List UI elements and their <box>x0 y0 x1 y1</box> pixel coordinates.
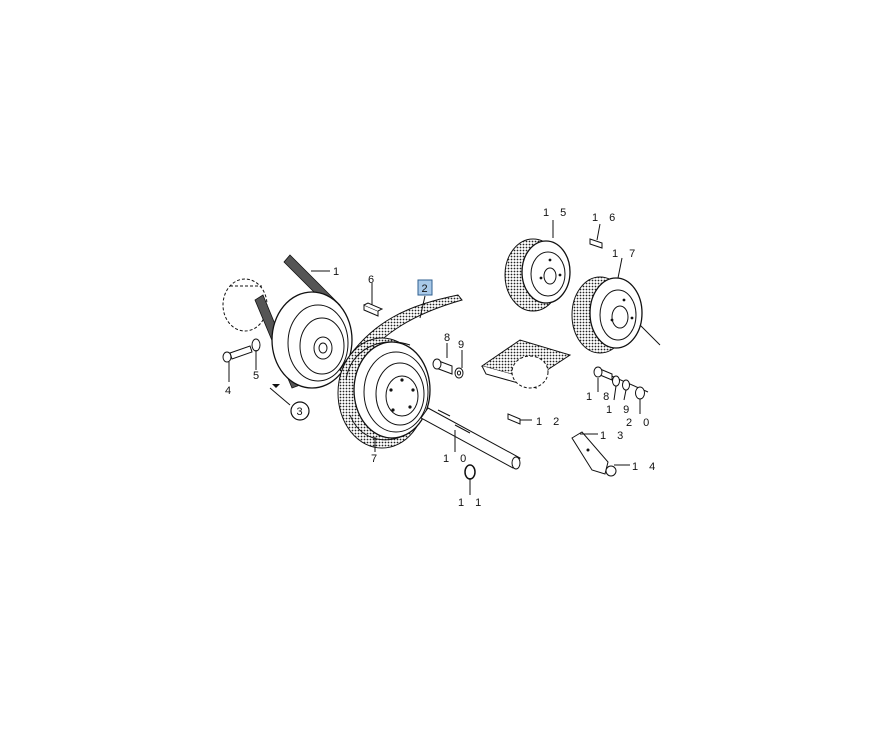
main-pulley-assembly <box>337 294 463 449</box>
callout-4[interactable]: 4 <box>225 385 235 397</box>
bolt-washer-8-9 <box>432 358 464 379</box>
key-part-12 <box>507 413 521 425</box>
callout-14[interactable]: 1 4 <box>632 461 659 473</box>
arrow-indicator <box>272 384 280 388</box>
callout-2-highlight[interactable]: 2 <box>417 279 433 296</box>
fastener-group-18-20 <box>593 366 649 400</box>
callout-18[interactable]: 1 8 <box>586 391 613 403</box>
ring-part-11 <box>464 464 476 480</box>
callout-15[interactable]: 1 5 <box>543 207 570 219</box>
bracket-part-13 <box>571 431 617 477</box>
callout-20[interactable]: 2 0 <box>626 417 653 429</box>
pulley-part-15 <box>504 238 571 312</box>
callout-7[interactable]: 7 <box>371 453 381 465</box>
callout-10[interactable]: 1 0 <box>443 453 470 465</box>
callout-5[interactable]: 5 <box>253 370 263 382</box>
callout-13[interactable]: 1 3 <box>600 430 627 442</box>
callout-11[interactable]: 1 1 <box>458 497 485 509</box>
callout-2[interactable]: 2 <box>422 283 432 295</box>
callout-17[interactable]: 1 7 <box>612 248 639 260</box>
callout-12[interactable]: 1 2 <box>536 416 563 428</box>
callout-3[interactable]: 3 <box>297 406 307 418</box>
key-part-16 <box>589 238 603 249</box>
callout-1[interactable]: 1 <box>333 266 343 278</box>
callout-9[interactable]: 9 <box>458 339 468 351</box>
shaft-part-10 <box>420 407 521 470</box>
callout-16[interactable]: 1 6 <box>592 212 619 224</box>
key-part-6 <box>363 302 384 317</box>
callout-19[interactable]: 1 9 <box>606 404 633 416</box>
motor-pulley-assembly <box>222 254 353 389</box>
callout-8[interactable]: 8 <box>444 332 454 344</box>
callout-3-circle[interactable]: 3 <box>290 401 310 421</box>
belt-section <box>480 339 572 389</box>
callout-6[interactable]: 6 <box>368 274 378 286</box>
pulley-part-17 <box>571 276 661 354</box>
leader-lines <box>228 220 641 495</box>
